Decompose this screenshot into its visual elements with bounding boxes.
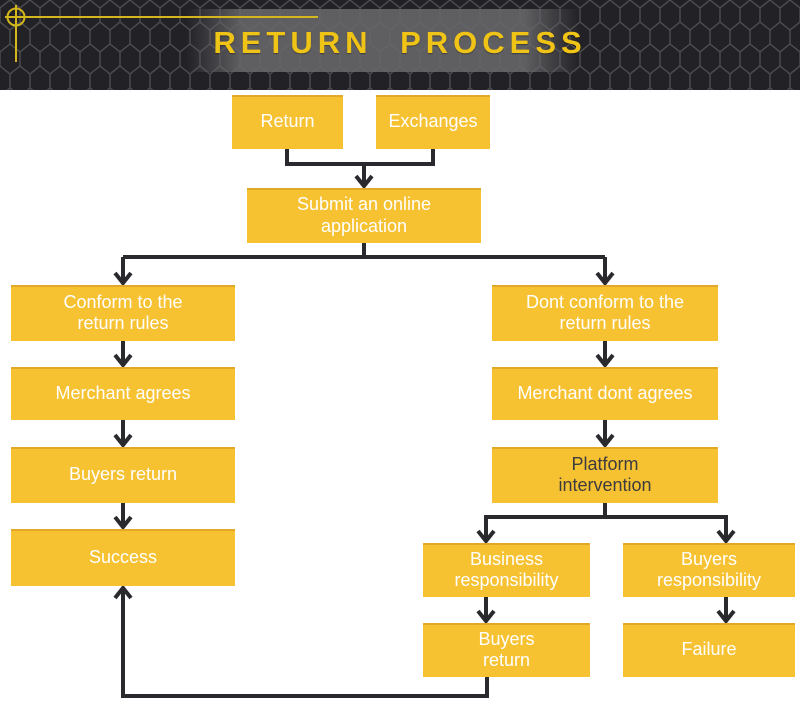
- flow-node-label: Exchanges: [388, 111, 478, 132]
- flow-node-label: Conform to the return rules: [63, 291, 183, 333]
- flow-node-return: Return: [232, 95, 343, 149]
- flow-node-failure: Failure: [623, 623, 795, 677]
- flow-node-merchant-agrees: Merchant agrees: [11, 367, 235, 420]
- flow-node-label: Submit an online application: [296, 194, 432, 236]
- flow-node-label: Failure: [681, 639, 737, 660]
- flow-node-label: Buyers return: [68, 464, 178, 485]
- flow-node-label: Platform intervention: [558, 453, 652, 495]
- flow-node-exchanges: Exchanges: [376, 95, 490, 149]
- header-background: [0, 0, 800, 90]
- flow-node-submit-application: Submit an online application: [247, 188, 481, 243]
- flow-node-conform-rules: Conform to the return rules: [11, 285, 235, 341]
- flow-node-label: Return: [260, 111, 315, 132]
- flow-node-merchant-dont-agrees: Merchant dont agrees: [492, 367, 718, 420]
- flow-node-platform-intervention: Platform intervention: [492, 447, 718, 503]
- header-title-panel: [186, 9, 580, 72]
- flow-node-success: Success: [11, 529, 235, 586]
- flow-node-business-responsibility: Business responsibility: [423, 543, 590, 597]
- flow-node-label: Success: [88, 546, 158, 567]
- flow-node-buyers-return-bottom: Buyers return: [423, 623, 590, 677]
- flow-node-label: Dont conform to the return rules: [525, 291, 685, 333]
- flow-node-label: Merchant dont agrees: [517, 382, 693, 403]
- flow-node-label: Business responsibility: [454, 548, 559, 590]
- crosshair-icon: [5, 5, 318, 62]
- flow-node-label: Buyers return: [478, 628, 535, 670]
- flow-node-buyers-return-left: Buyers return: [11, 447, 235, 503]
- flow-node-buyers-responsibility: Buyers responsibility: [623, 543, 795, 597]
- page-header: RETURN PROCESS: [0, 0, 800, 90]
- page-title: RETURN PROCESS: [213, 25, 587, 60]
- flow-node-label: Merchant agrees: [55, 382, 191, 403]
- flow-node-label: Buyers responsibility: [656, 548, 762, 590]
- flow-node-dont-conform-rules: Dont conform to the return rules: [492, 285, 718, 341]
